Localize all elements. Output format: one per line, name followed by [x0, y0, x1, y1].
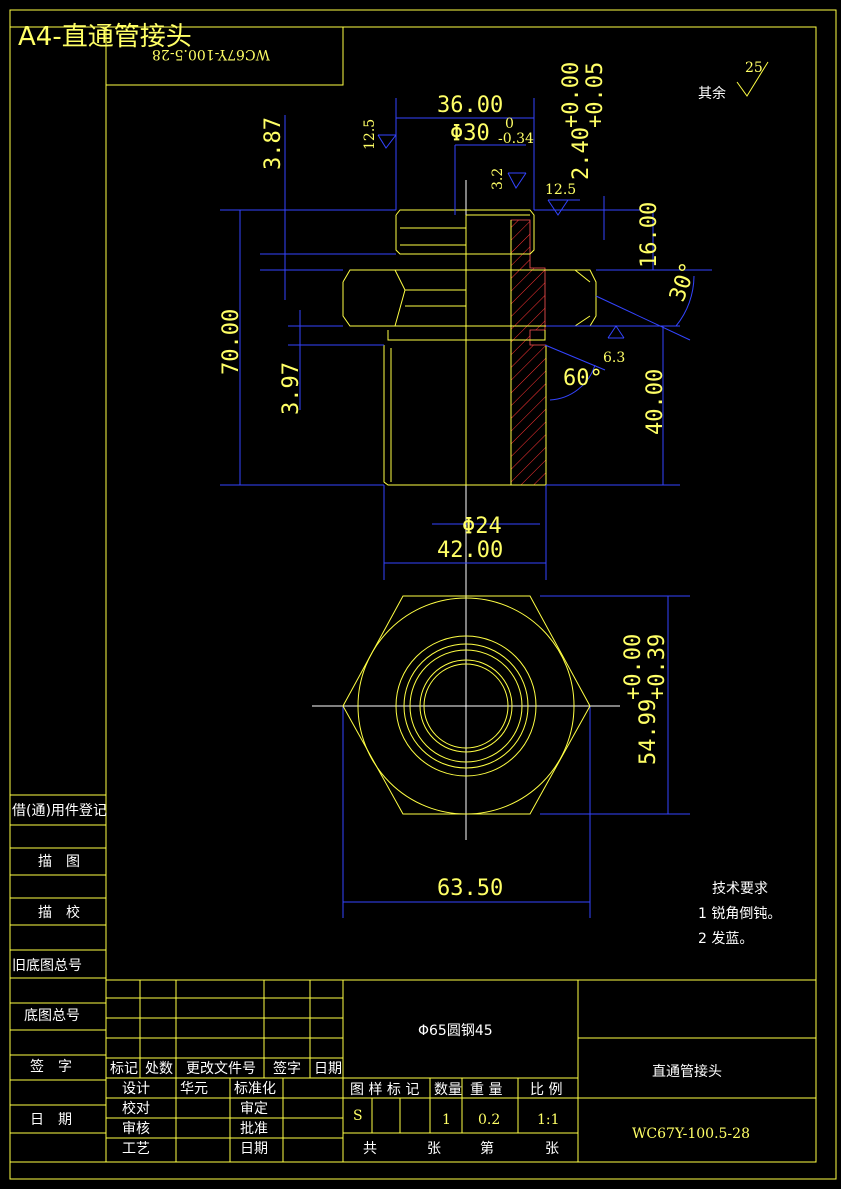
tech-requirement-1: 1 锐角倒钝。 — [698, 906, 781, 922]
dim-dia30: Φ30 — [450, 121, 490, 146]
dim-5499-tol-lower: +0.39 — [645, 634, 670, 700]
dim-42: 42.00 — [437, 538, 503, 563]
roughness-r1: 12.5 — [362, 119, 378, 150]
roughness-r2: 3.2 — [490, 168, 506, 190]
dim-36: 36.00 — [437, 93, 503, 118]
table-header-mark: 图 样 标 记 — [350, 1082, 419, 1098]
dim-240-tol-upper: +0.00 — [559, 62, 584, 128]
left-label-old-master: 旧底图总号 — [12, 958, 82, 974]
sign-design-name: 华元 — [180, 1081, 208, 1097]
sign-process: 工艺 — [122, 1141, 150, 1157]
general-roughness-symbol: 其余 25 — [698, 60, 769, 102]
drawing-frame — [9, 9, 837, 1180]
drawing-code: WC67Y-100.5-28 — [632, 1126, 750, 1142]
sheet-total-label: 共 — [363, 1141, 377, 1157]
sheet-number-label: 第 — [480, 1140, 494, 1157]
left-label-date: 日 期 — [30, 1112, 72, 1128]
left-label-tracing: 描 图 — [38, 854, 80, 870]
sign-standardize: 标准化 — [234, 1081, 276, 1097]
sheet-total-unit: 张 — [427, 1141, 441, 1157]
left-label-signature: 签 字 — [30, 1058, 72, 1075]
sign-date: 日期 — [240, 1141, 268, 1157]
weight-value: 0.2 — [478, 1112, 500, 1128]
table-header-scale: 比 例 — [530, 1082, 562, 1098]
dim-5499-tol-upper: +0.00 — [621, 634, 646, 700]
stage-mark: S — [353, 1108, 363, 1124]
title-block-grid — [106, 979, 816, 1162]
sheet-title: A4-直通管接头 — [18, 22, 192, 52]
roughness-symbols: 12.5 3.2 12.5 6.3 — [362, 119, 625, 366]
section-hatch — [510, 219, 547, 486]
left-column-grid — [10, 794, 106, 1134]
left-label-trace-check: 描 校 — [38, 904, 80, 921]
dim-387: 3.87 — [261, 117, 286, 170]
sign-review: 审核 — [122, 1121, 150, 1137]
rev-header-doc: 更改文件号 — [186, 1061, 256, 1077]
mirrored-drawing-code: WC67Y-100.5-28 — [152, 46, 270, 62]
top-hex-view — [312, 590, 620, 840]
tech-requirements-heading: 技术要求 — [712, 881, 768, 897]
sign-approve-check: 审定 — [240, 1101, 268, 1117]
dimension-lines — [220, 98, 712, 918]
dim-240-tol-lower: +0.05 — [583, 62, 608, 128]
part-name: 直通管接头 — [652, 1063, 722, 1080]
material: Φ65圆钢45 — [418, 1023, 493, 1039]
rev-header-sign: 签字 — [273, 1060, 301, 1077]
dim-dia30-tol-lower: -0.34 — [498, 131, 534, 147]
roughness-r3: 12.5 — [545, 182, 576, 198]
sign-design: 设计 — [122, 1081, 150, 1097]
dim-5499: 54.99 — [636, 699, 661, 765]
roughness-r4: 6.3 — [603, 350, 625, 366]
dim-240: 2.40 — [569, 127, 594, 180]
tech-requirement-2: 2 发蓝。 — [698, 931, 753, 947]
quantity-value: 1 — [442, 1112, 451, 1128]
sheet-number-unit: 张 — [545, 1141, 559, 1157]
dim-dia24: Φ24 — [462, 514, 502, 539]
front-section-view — [342, 180, 597, 590]
rev-header-date: 日期 — [314, 1061, 342, 1077]
left-label-master: 底图总号 — [24, 1008, 80, 1024]
sign-approve: 批准 — [240, 1121, 268, 1137]
dim-6350: 63.50 — [437, 876, 503, 901]
dim-60deg: 60° — [563, 366, 603, 391]
dim-70: 70.00 — [219, 309, 244, 375]
left-label-registration: 借(通)用件登记 — [12, 803, 107, 819]
dim-dia30-tol-upper: 0 — [505, 116, 514, 132]
table-header-weight: 重 量 — [470, 1082, 502, 1098]
rev-header-count: 处数 — [145, 1061, 173, 1077]
sign-proofread: 校对 — [122, 1100, 150, 1117]
roughness-general-label: 其余 — [698, 85, 726, 102]
dim-397: 3.97 — [279, 362, 304, 415]
dim-40: 40.00 — [643, 369, 668, 435]
roughness-general-value: 25 — [745, 60, 763, 76]
dim-30deg: 30° — [665, 259, 702, 305]
table-header-qty: 数量 — [434, 1082, 462, 1098]
rev-header-mark: 标记 — [110, 1061, 138, 1077]
dim-1600: 16.00 — [637, 202, 662, 268]
scale-value: 1:1 — [537, 1112, 560, 1128]
